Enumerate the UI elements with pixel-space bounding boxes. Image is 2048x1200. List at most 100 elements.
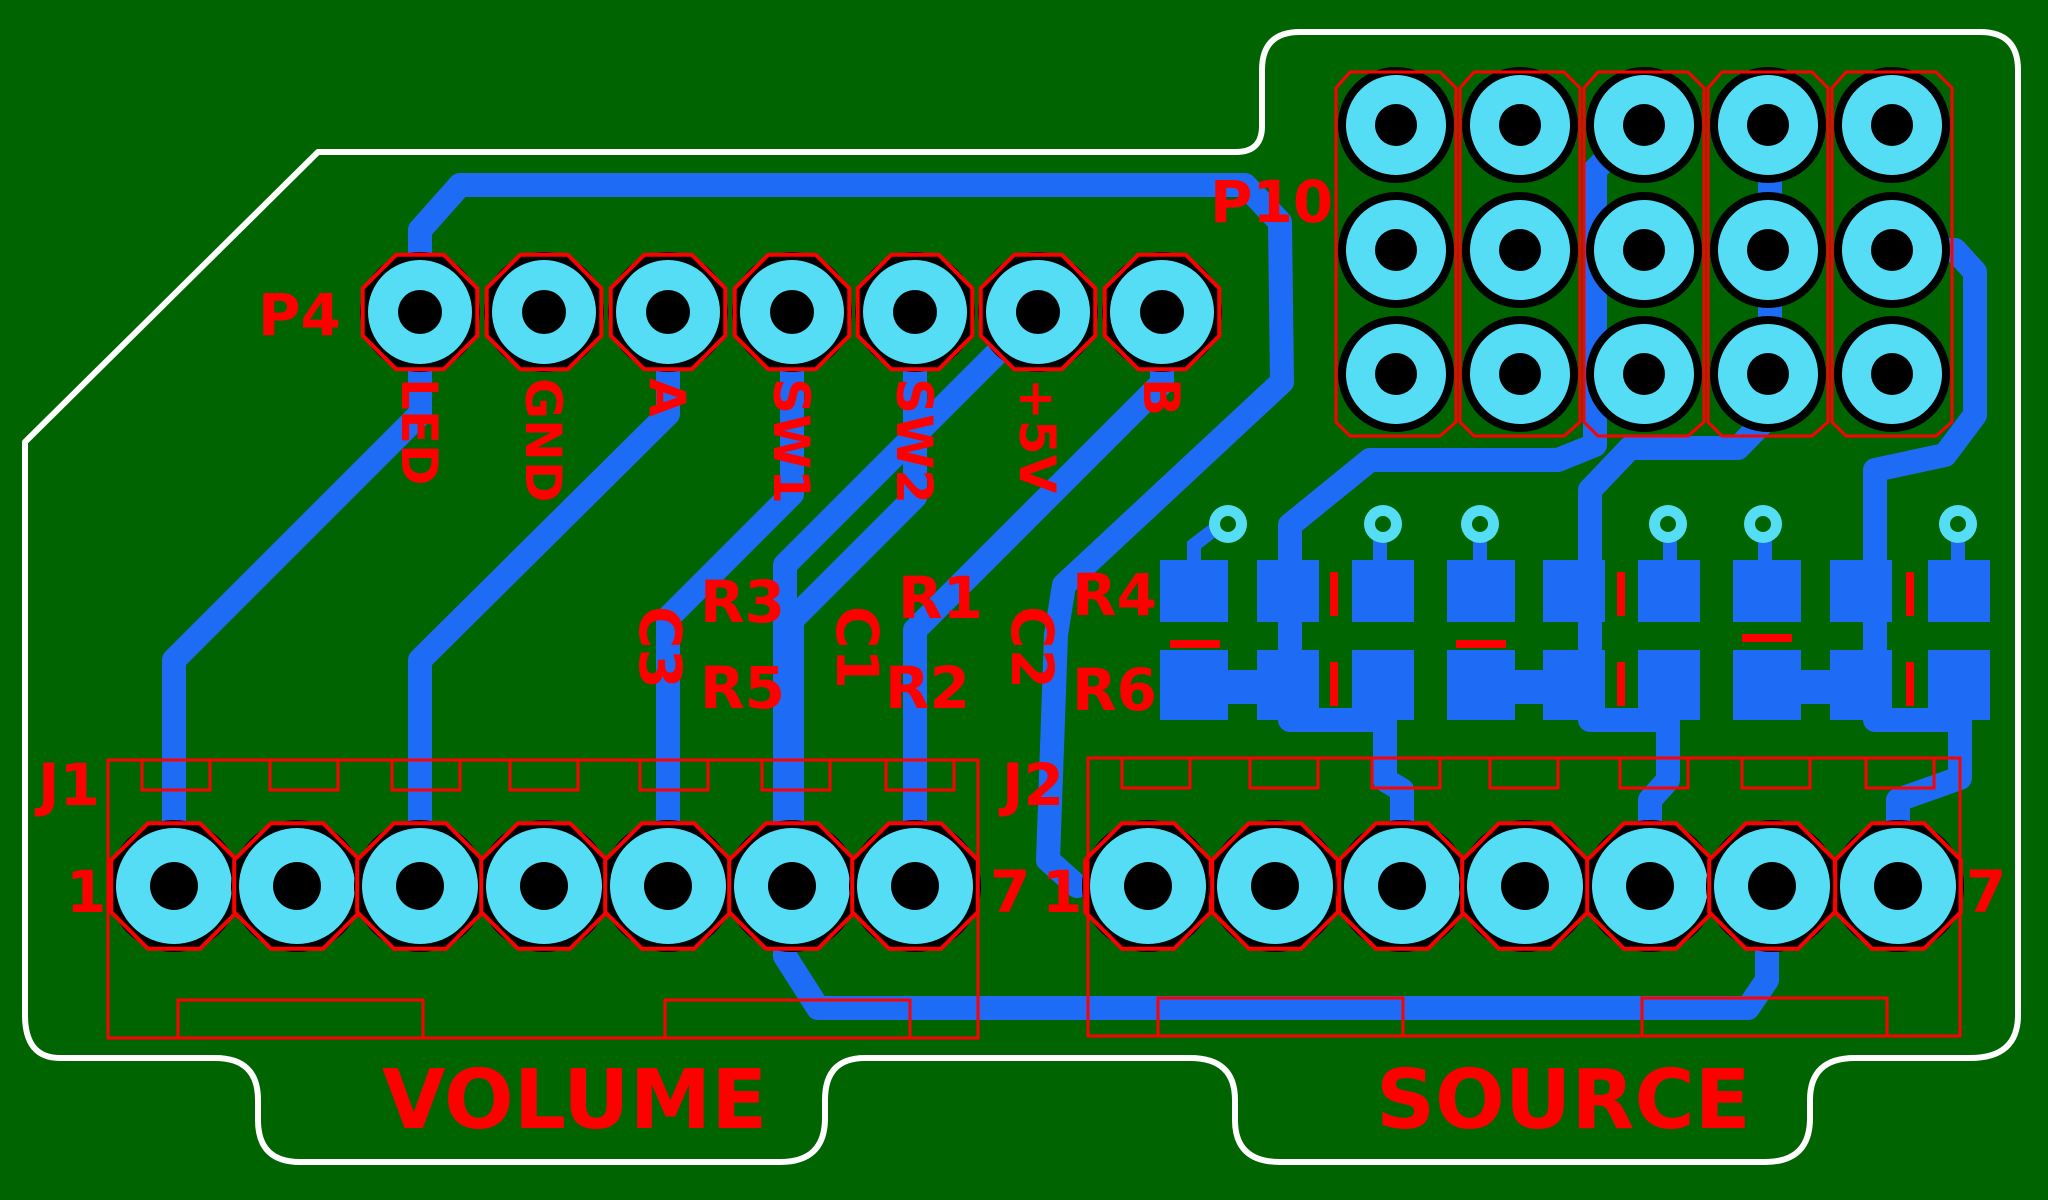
via-hole	[1755, 516, 1771, 532]
p10-pad	[1338, 67, 1454, 183]
j2-tab	[1864, 756, 1936, 790]
pad-silk-outline	[1337, 821, 1467, 951]
p10-pad	[1462, 67, 1578, 183]
track-led-loop	[408, 173, 1294, 898]
pad-drill	[1623, 104, 1665, 146]
pad-silk-outline	[1102, 252, 1222, 372]
smd-pad	[1257, 560, 1319, 622]
smd-pad-link	[1228, 670, 1258, 704]
p10-pad	[1710, 67, 1826, 183]
r4-label: R4	[1072, 561, 1157, 629]
pad-silk-outline	[1585, 821, 1715, 951]
smd-pad	[1928, 560, 1990, 622]
p10-ref-label: P10	[1210, 168, 1333, 236]
source-caption: SOURCE	[1376, 1053, 1751, 1148]
j2-tab	[1618, 756, 1690, 790]
smd-pads	[1160, 519, 1990, 720]
track-p10-j2-7	[1863, 238, 1987, 898]
silk-mark	[1330, 572, 1338, 616]
pad-drill	[1499, 353, 1541, 395]
p4-pin-label: GND	[514, 378, 572, 502]
connector-j1-pads	[108, 820, 981, 952]
silk-mark	[1906, 662, 1914, 706]
j1-tab	[390, 758, 462, 792]
p10-pad	[1710, 316, 1826, 432]
j1-tab	[760, 758, 832, 792]
smd-pad	[1733, 560, 1801, 622]
p10-outline	[1458, 70, 1582, 438]
pad-drill	[1251, 862, 1299, 910]
j1-pad	[602, 820, 734, 952]
p10-pad	[1462, 316, 1578, 432]
p4-pad	[855, 252, 975, 372]
pad-silk-outline	[603, 821, 733, 951]
pad-silk-outline	[732, 252, 852, 372]
pad-silk-outline	[1460, 821, 1590, 951]
p4-ref-label: P4	[258, 281, 341, 349]
pad-drill	[893, 290, 937, 334]
pad-drill	[1871, 104, 1913, 146]
j2-tab	[1248, 756, 1320, 790]
via-hole	[1660, 516, 1676, 532]
j2-pin-last-label: 7	[1966, 858, 2006, 926]
p4-pin-label: +5V	[1008, 378, 1066, 494]
silk-mark	[1617, 572, 1625, 616]
j2-latch	[1156, 996, 1405, 1038]
c2-label: C2	[998, 606, 1066, 689]
r6-label: R6	[1072, 656, 1157, 724]
p4-pad	[732, 252, 852, 372]
p10-pad	[1834, 67, 1950, 183]
pad-silk-outline	[1083, 821, 1213, 951]
p10-pad	[1586, 192, 1702, 308]
pad-drill	[1623, 229, 1665, 271]
smd-pad	[1160, 650, 1228, 720]
j1-tab	[268, 758, 340, 792]
silk-mark	[1170, 640, 1220, 648]
j2-pad	[1209, 820, 1341, 952]
smd-pad	[1543, 650, 1605, 720]
pad-drill	[520, 862, 568, 910]
j2-pin-first-label: 1	[1042, 858, 1082, 926]
j2-pad	[1082, 820, 1214, 952]
r2-label: R2	[885, 654, 970, 722]
smd-pad	[1352, 560, 1414, 622]
pad-drill	[1871, 353, 1913, 395]
p10-pad	[1586, 67, 1702, 183]
p4-pad	[608, 252, 728, 372]
p4-pin-label: SW1	[762, 378, 820, 504]
pad-drill	[522, 290, 566, 334]
pad-silk-outline	[1833, 821, 1963, 951]
p10-outline	[1706, 70, 1830, 438]
p4-pin-label: B	[1132, 378, 1190, 416]
p10-pad	[1834, 192, 1950, 308]
p10-pad	[1710, 192, 1826, 308]
j1-pad	[231, 820, 363, 952]
r3-label: R3	[700, 568, 785, 636]
header-p4-pads	[360, 252, 1222, 372]
pad-drill	[150, 862, 198, 910]
j1-pad	[108, 820, 240, 952]
smd-pad	[1830, 650, 1892, 720]
via-hole	[1950, 516, 1966, 532]
pad-drill	[768, 862, 816, 910]
p10-pad	[1586, 316, 1702, 432]
pad-drill	[396, 862, 444, 910]
j2-tab	[1488, 756, 1560, 790]
pad-silk-outline	[355, 821, 485, 951]
j2-pad	[1336, 820, 1468, 952]
j1-latch	[663, 998, 912, 1040]
r1-label: R1	[898, 564, 983, 632]
pad-drill	[1748, 862, 1796, 910]
j1-pin-first-label: 1	[66, 858, 106, 926]
smd-silk-marks	[1170, 572, 1914, 706]
pad-silk-outline	[608, 252, 728, 372]
smd-pad	[1928, 650, 1990, 720]
pad-drill	[1747, 104, 1789, 146]
p4-pin-label: SW2	[885, 378, 943, 504]
pad-drill	[1016, 290, 1060, 334]
j1-tab	[884, 758, 956, 792]
j1-pad	[849, 820, 981, 952]
smd-pad-link	[1515, 670, 1545, 704]
pad-drill	[1874, 862, 1922, 910]
p4-pin-label: A	[638, 378, 696, 417]
